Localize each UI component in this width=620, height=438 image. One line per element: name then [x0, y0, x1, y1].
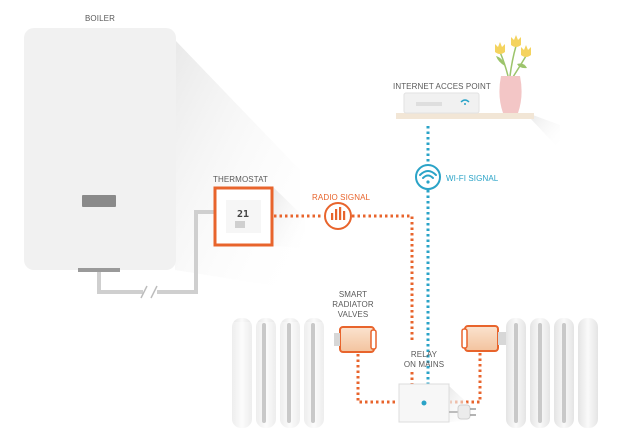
shelf [396, 113, 534, 119]
relay-label-line-2: ON MAINS [403, 360, 445, 369]
internet-access-point [403, 92, 480, 114]
smart-radiator-valve-right [461, 325, 506, 352]
boiler-label: BOILER [85, 14, 115, 23]
radiator-right [506, 318, 598, 428]
thermostat-temperature: 21 [237, 209, 249, 220]
smart-radiator-valves-label: SMART RADIATOR VALVES [322, 290, 384, 320]
shelf-area [396, 113, 560, 150]
router-wifi-icon [460, 99, 470, 103]
flower-vase [495, 35, 531, 113]
radio-signal-path [274, 214, 414, 384]
boiler-display [82, 195, 116, 207]
relay-led [421, 400, 427, 406]
tulip-1 [495, 42, 505, 54]
wifi-icon [415, 164, 441, 190]
valves-label-line-3: VALVES [337, 310, 369, 319]
thermostat-bars [235, 221, 245, 228]
radiator-left [228, 318, 332, 428]
thermostat: 21 [213, 186, 305, 248]
router-slot [416, 102, 442, 106]
thermostat-shadow [272, 186, 305, 248]
vase [499, 76, 522, 113]
thermostat-label: THERMOSTAT [213, 175, 268, 184]
boiler-thermostat-wire [97, 210, 214, 299]
boiler-body [24, 28, 176, 270]
relay-on-mains-label: RELAY ON MAINS [396, 350, 452, 370]
radio-signal-icon [324, 202, 352, 230]
smart-radiator-valve-left [334, 326, 377, 353]
internet-access-point-label: INTERNET ACCES POINT [393, 82, 491, 91]
relay-label-line-1: RELAY [410, 350, 438, 359]
valves-label-line-2: RADIATOR [332, 300, 374, 309]
radio-signal-label: RADIO SIGNAL [312, 193, 371, 202]
power-plug-icon [449, 404, 476, 420]
boiler-bottom-bracket [78, 268, 120, 272]
boiler-shadow [175, 40, 300, 290]
tulip-3 [521, 45, 531, 57]
boiler [24, 28, 300, 290]
shelf-shadow [530, 114, 560, 150]
valves-label-line-1: SMART [338, 290, 368, 299]
tulip-2 [511, 35, 521, 47]
wifi-signal-label: WI-FI SIGNAL [446, 174, 499, 183]
